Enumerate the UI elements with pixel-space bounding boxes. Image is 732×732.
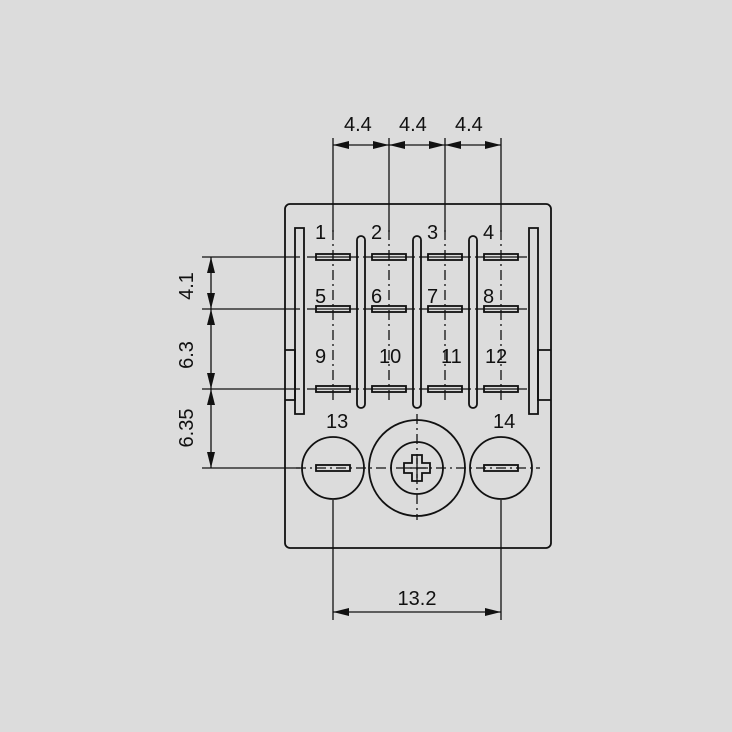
right-wall-notch — [537, 349, 551, 401]
pin-label-2: 2 — [371, 222, 382, 244]
barrier-2 — [412, 235, 422, 409]
vertical-centerlines — [332, 230, 502, 400]
pin-label-12: 12 — [485, 346, 507, 368]
pin-label-5: 5 — [315, 286, 326, 308]
pin-label-10: 10 — [379, 346, 401, 368]
dim-pitch-2: 4.4 — [399, 114, 427, 136]
pin-label-6: 6 — [371, 286, 382, 308]
pin-label-7: 7 — [427, 286, 438, 308]
dim-row-2: 6.3 — [176, 341, 198, 369]
pin-label-11: 11 — [441, 346, 462, 368]
barrier-1 — [356, 235, 366, 409]
dim-row-3: 6.35 — [176, 409, 198, 448]
pin-labels: 1 2 3 4 5 6 7 8 9 10 11 12 13 14 — [315, 222, 515, 433]
top-dimension-lines — [333, 141, 501, 149]
pin-label-13: 13 — [326, 411, 348, 433]
dim-row-1: 4.1 — [176, 272, 198, 300]
slot-barriers — [285, 227, 551, 415]
left-wall-notch — [285, 349, 296, 401]
socket-body-outline — [284, 203, 552, 549]
pin-label-9: 9 — [315, 346, 326, 368]
barrier-3 — [468, 235, 478, 409]
pin-label-14: 14 — [493, 411, 515, 433]
left-wall — [294, 227, 305, 415]
dim-pitch-3: 4.4 — [455, 114, 483, 136]
pin-slots — [307, 253, 527, 393]
left-dimension-lines — [207, 257, 215, 468]
pin-label-8: 8 — [483, 286, 494, 308]
bottom-terminals — [296, 414, 540, 520]
left-extension-lines — [202, 256, 300, 469]
bottom-dimension — [332, 500, 502, 620]
dim-pitch-1: 4.4 — [344, 114, 372, 136]
screw-icon — [403, 454, 431, 482]
right-wall — [528, 227, 539, 415]
pin-label-3: 3 — [427, 222, 438, 244]
pin-label-1: 1 — [315, 222, 326, 244]
pin-label-4: 4 — [483, 222, 494, 244]
dim-bottom: 13.2 — [398, 588, 437, 610]
top-extension-lines — [332, 138, 502, 232]
